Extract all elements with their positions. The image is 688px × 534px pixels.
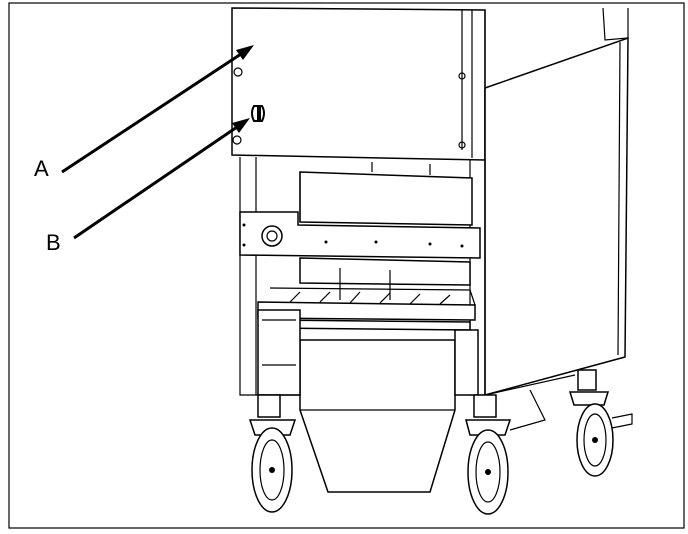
caster-rear-right	[568, 369, 633, 477]
keyhole-vent	[251, 105, 265, 122]
caster-front-left	[248, 394, 297, 513]
fryer-cabinet	[231, 7, 633, 515]
callout-label-a: A	[34, 156, 49, 181]
figure-border	[8, 2, 685, 529]
callout-label-b: B	[46, 230, 61, 255]
callout-arrow-a	[61, 45, 254, 174]
callout-arrow-b	[73, 118, 250, 240]
filter-pan	[299, 339, 456, 493]
caster-front-right	[465, 394, 512, 515]
